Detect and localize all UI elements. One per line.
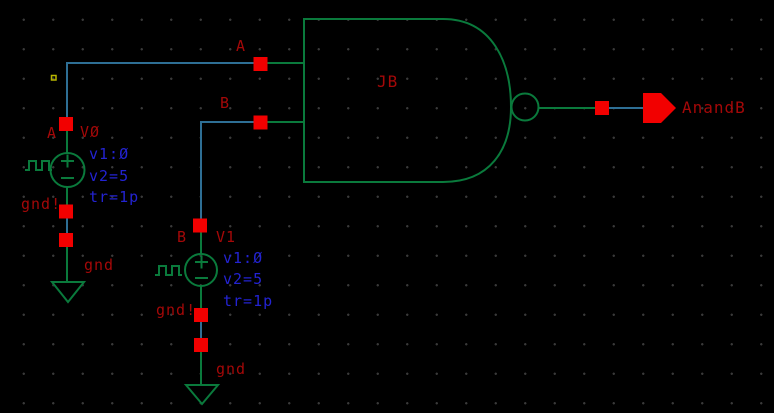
v0-plus-sign: [61, 154, 74, 168]
pin-v1-plus[interactable]: [193, 218, 207, 233]
output-pin-label[interactable]: AnandB: [682, 98, 746, 117]
v1-gnd-symbol-label[interactable]: gnd: [216, 360, 247, 378]
v1-gnd-net-label[interactable]: gnd!: [156, 301, 197, 319]
pin-v1-minus[interactable]: [194, 308, 208, 322]
v0-instance-name[interactable]: VØ: [80, 123, 101, 141]
v0-gnd-symbol-label[interactable]: gnd: [84, 256, 115, 274]
origin-marker: [50, 74, 57, 81]
v0-param-v1[interactable]: v1:Ø: [89, 145, 130, 163]
wire-net-b[interactable]: [200, 121, 258, 220]
net-label-b[interactable]: B: [220, 94, 231, 112]
pin-v0-plus[interactable]: [59, 117, 73, 131]
v1-pulse-waveform-icon: [155, 265, 182, 276]
v0-gnd-net-label[interactable]: gnd!: [21, 195, 62, 213]
nand-gate-inversion-bubble[interactable]: [510, 92, 540, 122]
pin-v0-minus[interactable]: [59, 204, 73, 219]
v0-param-tr[interactable]: tr=1p: [89, 188, 140, 206]
v1-pin-label[interactable]: B: [177, 228, 188, 246]
pin-v1-gnd[interactable]: [194, 338, 208, 352]
v1-param-v1[interactable]: v1:Ø: [223, 249, 264, 267]
pin-v0-gnd[interactable]: [59, 233, 73, 247]
v1-instance-name[interactable]: V1: [216, 228, 237, 246]
output-pin-symbol[interactable]: [643, 93, 676, 123]
v0-param-v2[interactable]: v2=5: [89, 167, 130, 185]
v1-plus-sign: [195, 255, 208, 269]
wire-net-a[interactable]: [66, 62, 258, 118]
v1-param-tr[interactable]: tr=1p: [223, 292, 274, 310]
pin-gate-input-b[interactable]: [253, 115, 268, 130]
v0-pulse-waveform-icon: [25, 160, 52, 171]
v0-pin-label[interactable]: A: [47, 124, 58, 142]
pin-gate-input-a[interactable]: [253, 57, 268, 71]
v1-gnd-symbol[interactable]: [183, 384, 221, 406]
v0-gnd-symbol[interactable]: [49, 281, 87, 304]
pin-gate-output[interactable]: [595, 101, 609, 115]
v1-param-v2[interactable]: v2=5: [223, 270, 264, 288]
net-label-a[interactable]: A: [236, 37, 247, 55]
gate-instance-label[interactable]: JB: [377, 72, 399, 91]
nand-gate-body[interactable]: [303, 18, 513, 183]
